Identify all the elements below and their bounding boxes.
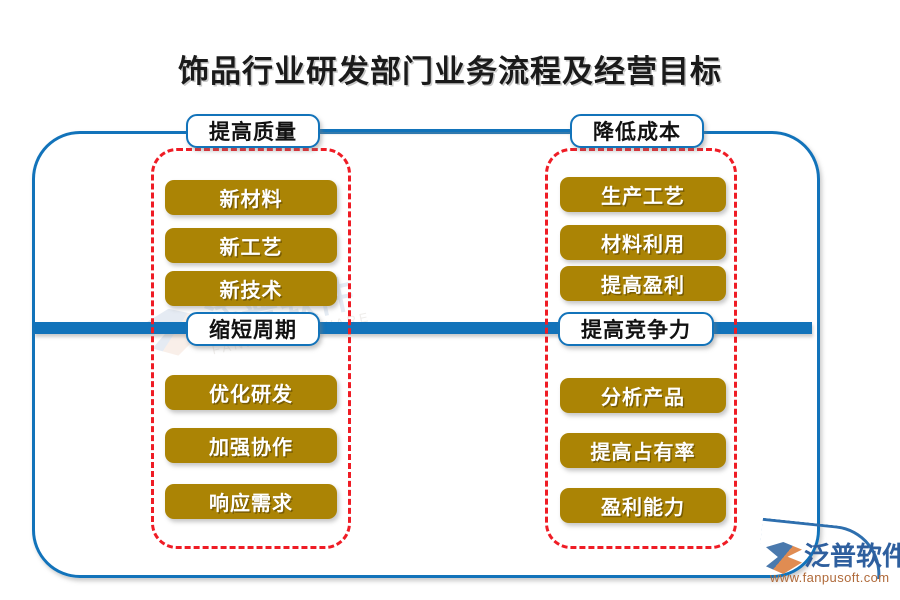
item-box-right-top-3[interactable]: 提高盈利 [560, 266, 726, 301]
company-logo: 泛普软件 www.fanpusoft.com [757, 517, 900, 592]
item-box-right-bottom-2[interactable]: 提高占有率 [560, 433, 726, 468]
header-box-shorten-cycle[interactable]: 缩短周期 [186, 312, 320, 346]
header-box-improve-competitiveness[interactable]: 提高竞争力 [558, 312, 714, 346]
header-box-reduce-cost[interactable]: 降低成本 [570, 114, 704, 148]
item-box-left-bottom-2[interactable]: 加强协作 [165, 428, 337, 463]
item-box-left-bottom-3[interactable]: 响应需求 [165, 484, 337, 519]
item-box-right-top-1[interactable]: 生产工艺 [560, 177, 726, 212]
item-box-left-top-1[interactable]: 新材料 [165, 180, 337, 215]
dashed-group-right [545, 148, 737, 549]
item-box-right-bottom-1[interactable]: 分析产品 [560, 378, 726, 413]
item-box-left-top-2[interactable]: 新工艺 [165, 228, 337, 263]
outer-flow-frame [32, 131, 820, 578]
item-box-left-bottom-1[interactable]: 优化研发 [165, 375, 337, 410]
top-connector-line [320, 129, 570, 132]
logo-url: www.fanpusoft.com [770, 570, 890, 585]
item-box-right-bottom-3[interactable]: 盈利能力 [560, 488, 726, 523]
header-box-improve-quality[interactable]: 提高质量 [186, 114, 320, 148]
logo-brand: 泛普软件 [804, 542, 900, 571]
item-box-left-top-3[interactable]: 新技术 [165, 271, 337, 306]
page-title: 饰品行业研发部门业务流程及经营目标 [178, 54, 722, 89]
item-box-right-top-2[interactable]: 材料利用 [560, 225, 726, 260]
dashed-group-left [151, 148, 351, 549]
